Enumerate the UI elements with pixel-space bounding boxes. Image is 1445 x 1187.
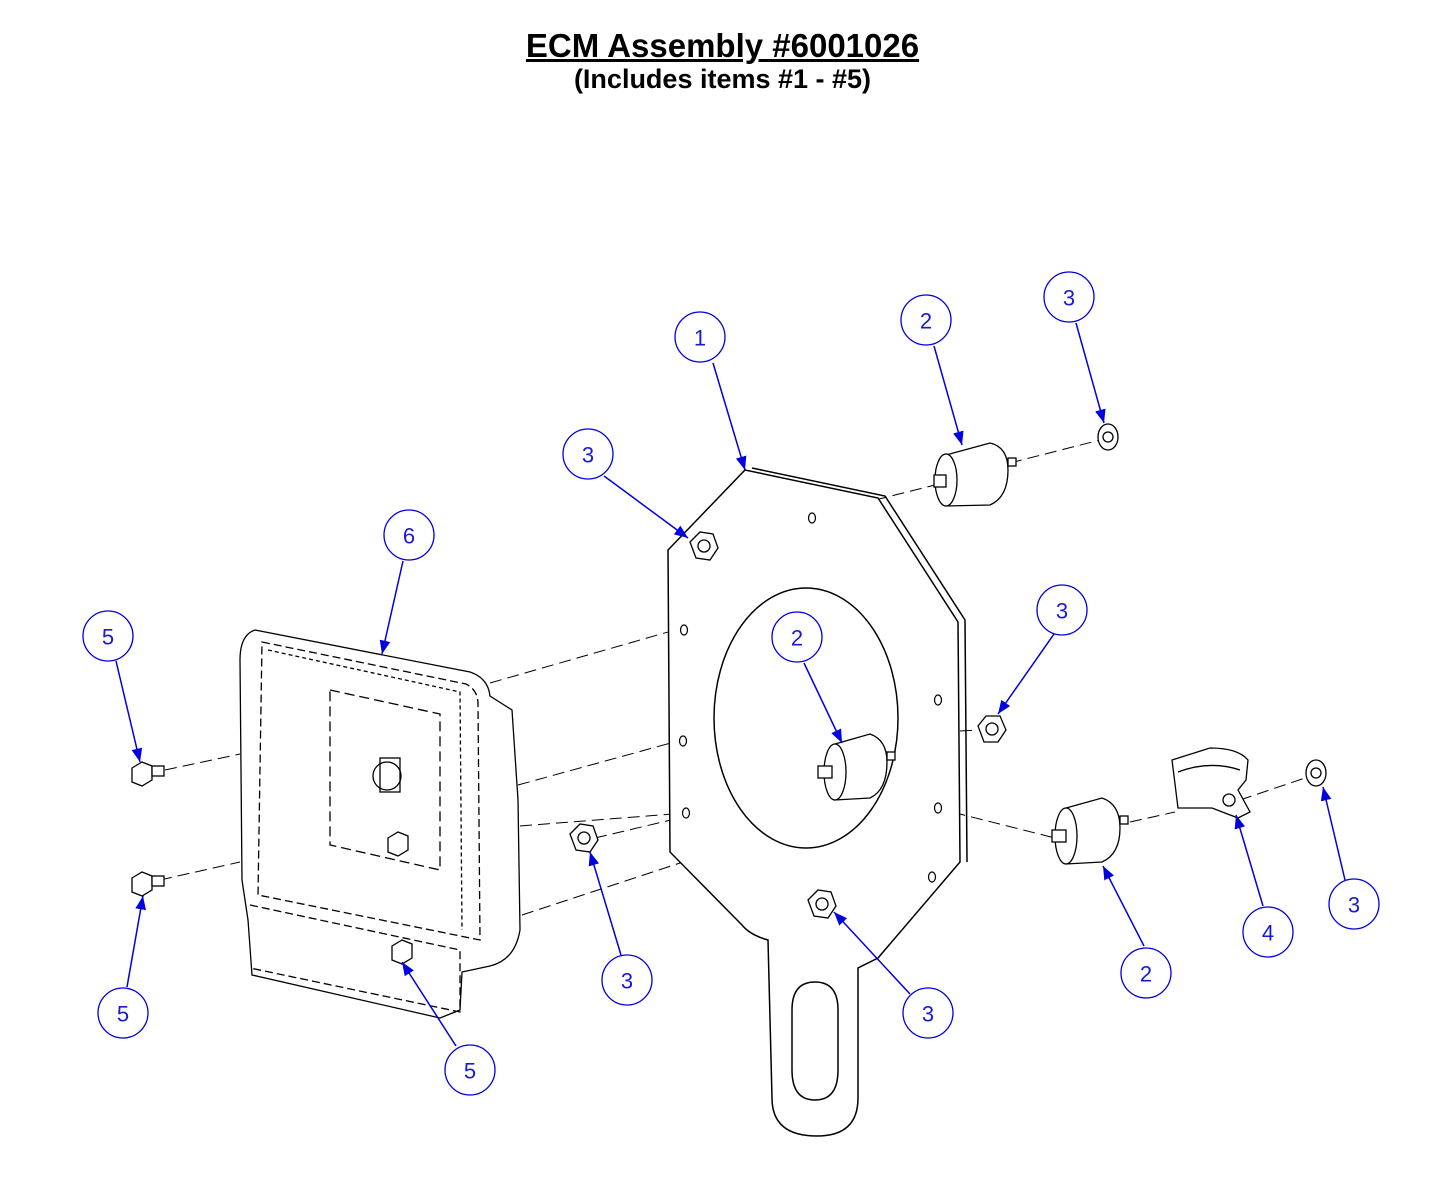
leader-item-4 xyxy=(1234,814,1264,907)
label-item-6: 6 xyxy=(403,524,415,549)
diagram-subtitle: (Includes items #1 - #5) xyxy=(573,64,872,94)
callout-labels: 1 2 2 2 3 3 3 3 3 3 4 5 5 5 6 xyxy=(102,286,1360,1084)
balloon-item-3-top-right xyxy=(1043,271,1095,323)
leader-item-3-upper-left xyxy=(603,475,689,539)
label-item-4: 4 xyxy=(1262,921,1274,946)
leader-item-2-top xyxy=(933,345,964,446)
leader-item-5-bottom xyxy=(401,961,457,1047)
balloon-item-4 xyxy=(1242,906,1294,958)
balloon-item-3-mid-right xyxy=(1036,584,1088,636)
title-text: ECM Assembly #6001026 xyxy=(525,27,920,64)
balloon-item-5-lower xyxy=(97,987,149,1039)
flange-nuts xyxy=(569,423,1327,919)
label-item-5-upper: 5 xyxy=(102,625,114,650)
leader-item-5-lower xyxy=(126,895,146,988)
label-item-3-bracket-bottom: 3 xyxy=(922,1002,934,1027)
balloon-item-3-far-right xyxy=(1328,878,1380,930)
label-item-3-upper-left: 3 xyxy=(582,443,594,468)
leader-item-1 xyxy=(712,362,747,471)
label-item-3-top-right: 3 xyxy=(1063,286,1075,311)
balloon-item-2-top xyxy=(900,294,952,346)
balloon-item-5-upper xyxy=(82,610,134,662)
balloon-item-2-lower xyxy=(1120,947,1172,999)
label-item-1: 1 xyxy=(694,326,706,351)
label-item-5-bottom: 5 xyxy=(464,1059,476,1084)
bracket-holes xyxy=(678,512,943,883)
balloon-item-2-center xyxy=(771,611,823,663)
leader-item-6 xyxy=(379,560,404,655)
isolator-mounts xyxy=(817,442,1129,865)
label-item-3-mid-right: 3 xyxy=(1056,599,1068,624)
clamp xyxy=(1171,747,1251,819)
ecm-module xyxy=(239,629,521,1019)
balloon-item-3-lower-center xyxy=(601,954,653,1006)
callout-leaders xyxy=(115,322,1346,1047)
leader-item-5-upper xyxy=(115,660,143,763)
leader-item-3-far-right xyxy=(1320,786,1346,881)
label-item-5-lower: 5 xyxy=(117,1002,129,1027)
bolts xyxy=(131,761,413,965)
diagram-title: ECM Assembly #6001026 xyxy=(0,28,1445,64)
leader-item-2-lower xyxy=(1102,865,1145,947)
label-item-3-lower-center: 3 xyxy=(621,969,633,994)
leader-item-2-center xyxy=(803,662,843,744)
label-item-2-top: 2 xyxy=(920,309,932,334)
leader-item-3-lower-center xyxy=(588,851,622,956)
balloon-item-6 xyxy=(383,509,435,561)
label-item-3-far-right: 3 xyxy=(1348,893,1360,918)
balloon-item-1 xyxy=(674,311,726,363)
leader-item-3-mid-right xyxy=(997,633,1055,715)
label-item-2-lower: 2 xyxy=(1140,962,1152,987)
label-item-2-center: 2 xyxy=(791,626,803,651)
callout-balloons xyxy=(82,271,1380,1096)
leader-item-3-top-right xyxy=(1075,322,1106,424)
leader-item-3-bracket-bottom xyxy=(833,911,911,995)
balloon-item-5-bottom xyxy=(444,1044,496,1096)
balloon-item-3-upper-left xyxy=(562,428,614,480)
balloon-item-3-bracket-bottom xyxy=(902,987,954,1039)
